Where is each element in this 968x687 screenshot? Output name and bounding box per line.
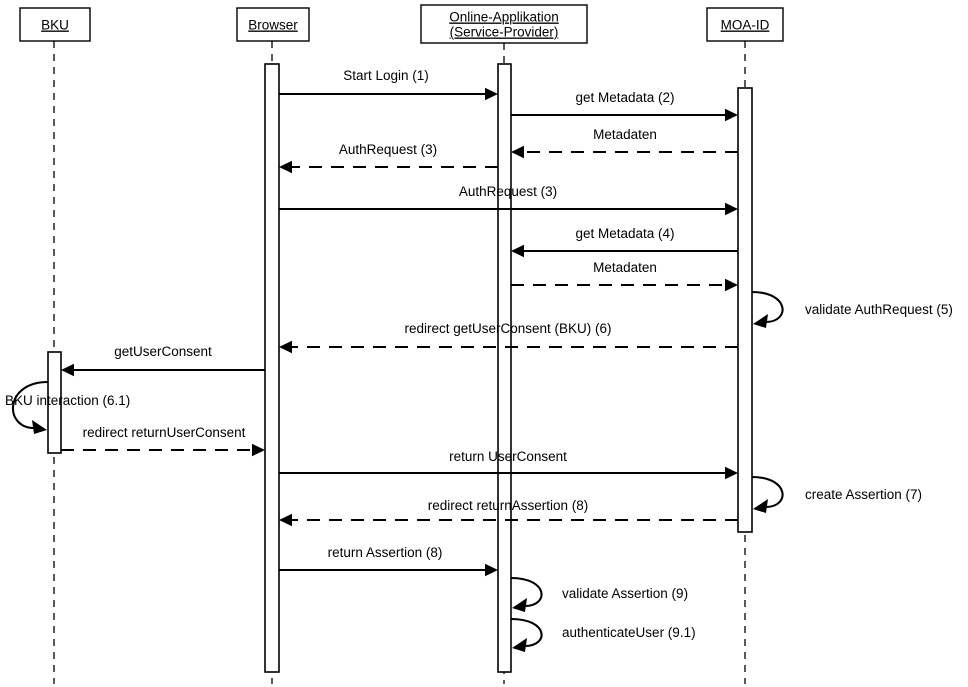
participant-headers-layer: BKU Browser Online-Applikation(Service-Pro… (19, 4, 784, 44)
message-label: get Metadata (2) (575, 90, 674, 105)
self-message-loop (11, 380, 49, 430)
activation-bar-moaid (737, 87, 753, 533)
self-message-5[interactable]: validate AuthRequest (5) (751, 290, 953, 328)
self-message-label: create Assertion (7) (805, 487, 922, 502)
self-message-9[interactable]: validate Assertion (9) (510, 576, 688, 612)
self-message-arrowhead (512, 638, 527, 652)
message-arrowhead (725, 108, 738, 122)
activation-bar-browser (264, 63, 280, 673)
self-messages-layer: validate AuthRequest (5) BKU interaction … (5, 290, 953, 652)
self-message-label: validate AuthRequest (5) (805, 302, 953, 317)
message-arrowhead (725, 466, 738, 480)
message-arrowhead (725, 202, 738, 216)
message-8[interactable]: redirect returnAssertion (8) (279, 498, 738, 527)
message-3[interactable]: Metadaten (511, 127, 738, 159)
message-6[interactable]: redirect getUserConsent (BKU) (6) (279, 321, 738, 354)
self-message-label: validate Assertion (9) (562, 586, 688, 601)
message-label: redirect getUserConsent (BKU) (6) (404, 321, 611, 336)
message-7[interactable]: Metadaten (511, 260, 738, 292)
message-arrowhead (279, 160, 292, 174)
activation-bar-oa (497, 63, 512, 673)
participant-bku[interactable]: BKU (19, 7, 91, 42)
self-message-arrowhead (753, 314, 768, 328)
message-label: Metadaten (593, 127, 657, 142)
message-arrowhead (61, 363, 74, 377)
message-4[interactable]: get Metadata (4) (511, 226, 738, 258)
self-message-arrowhead (512, 598, 527, 612)
message-label: redirect returnUserConsent (83, 425, 246, 440)
self-message-loop (751, 290, 784, 324)
message-arrowhead (485, 87, 498, 101)
self-message-loop (751, 475, 784, 509)
message-10[interactable]: redirect returnUserConsent (61, 425, 265, 457)
message-label: AuthRequest (3) (339, 142, 437, 157)
participant-browser[interactable]: Browser (236, 7, 310, 42)
self-message-loop (510, 617, 543, 648)
message-11[interactable]: return UserConsent (279, 449, 738, 480)
message-arrowhead (485, 563, 498, 577)
message-label: redirect returnAssertion (8) (428, 498, 589, 513)
message-8b[interactable]: return Assertion (8) (279, 545, 498, 577)
self-message-label: BKU interaction (6.1) (5, 393, 130, 408)
message-label: AuthRequest (3) (459, 184, 557, 199)
participant-label-oa: Online-Applikation (449, 10, 559, 25)
participant-box-bku (19, 7, 91, 42)
message-label: get Metadata (4) (575, 226, 674, 241)
message-arrowhead (252, 443, 265, 457)
message-label: return Assertion (8) (328, 545, 443, 560)
message-3[interactable]: AuthRequest (3) (279, 142, 498, 174)
self-message-arrowhead (753, 499, 768, 513)
participant-box-moaid (706, 7, 784, 42)
participant-moaid[interactable]: MOA-ID (706, 7, 784, 42)
message-arrowhead (279, 340, 292, 354)
participant-label-bku: BKU (41, 18, 69, 33)
participant-label-oa: (Service-Provider) (450, 25, 559, 40)
message-label: Start Login (1) (343, 68, 429, 83)
participant-label-browser: Browser (248, 18, 298, 33)
self-message-6.1[interactable]: BKU interaction (6.1) (5, 380, 130, 434)
message-arrowhead (725, 278, 738, 292)
self-message-7[interactable]: create Assertion (7) (751, 475, 922, 513)
participant-label-moaid: MOA-ID (721, 18, 770, 33)
message-label: return UserConsent (449, 449, 567, 464)
message-arrowhead (279, 513, 292, 527)
message-label: getUserConsent (114, 344, 212, 359)
self-message-arrowhead (32, 420, 47, 434)
message-2[interactable]: get Metadata (2) (511, 90, 738, 122)
messages-layer: Start Login (1) get Metadata (2) Metadaten… (61, 68, 738, 577)
self-message-9.1[interactable]: authenticateUser (9.1) (510, 617, 696, 652)
self-message-loop (510, 576, 543, 608)
message-1[interactable]: Start Login (1) (279, 68, 498, 101)
participant-oa[interactable]: Online-Applikation(Service-Provider) (420, 4, 588, 44)
participant-box-browser (236, 7, 310, 42)
message-9[interactable]: getUserConsent (61, 344, 265, 377)
self-message-label: authenticateUser (9.1) (562, 625, 696, 640)
message-arrowhead (511, 145, 524, 159)
participant-box-oa (420, 4, 588, 44)
message-label: Metadaten (593, 260, 657, 275)
activation-bar-bku (47, 351, 62, 454)
message-3b[interactable]: AuthRequest (3) (279, 184, 738, 216)
message-arrowhead (511, 244, 524, 258)
